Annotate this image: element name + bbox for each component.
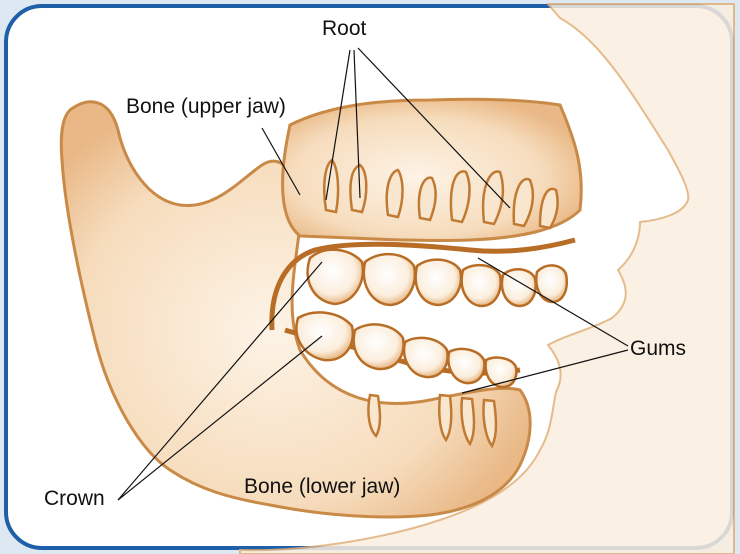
label-bone-lower-jaw: Bone (lower jaw) (244, 476, 400, 497)
label-bone-upper-jaw: Bone (upper jaw) (126, 96, 286, 117)
label-crown: Crown (44, 488, 105, 509)
label-root: Root (322, 18, 366, 39)
label-gums: Gums (630, 338, 686, 359)
lower-crowns (296, 312, 516, 387)
upper-crowns (308, 250, 567, 306)
